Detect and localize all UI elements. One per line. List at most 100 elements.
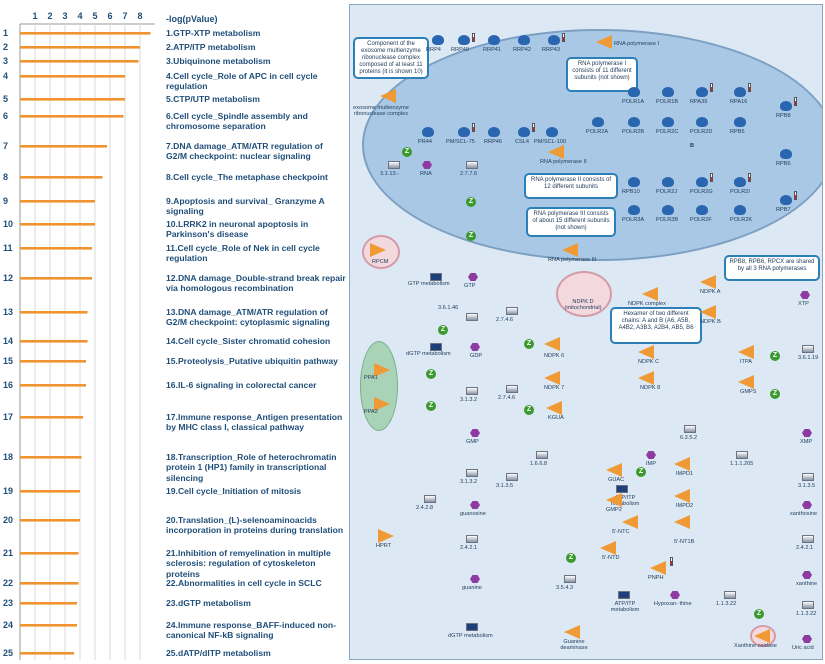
exosome-complex-icon[interactable] [380,89,396,103]
ndpka-icon[interactable] [700,275,716,289]
pathway-link-icon[interactable] [430,273,442,281]
5nt1b-icon[interactable] [674,515,690,529]
reaction-node[interactable] [506,385,518,393]
bar[interactable] [20,624,77,627]
protein-icon[interactable] [662,117,674,127]
reaction-node[interactable] [802,535,814,543]
protein-icon[interactable] [458,127,470,137]
5ntc-icon[interactable] [622,515,638,529]
reaction-node[interactable] [506,307,518,315]
protein-icon[interactable] [734,87,746,97]
bar[interactable] [20,223,95,226]
protein-icon[interactable] [696,87,708,97]
reaction-node[interactable] [506,473,518,481]
protein-icon[interactable] [734,117,746,127]
protein-icon[interactable] [628,117,640,127]
protein-icon[interactable] [592,117,604,127]
term-label[interactable]: 8.Cell cycle_The metaphase checkpoint [166,172,328,182]
bar[interactable] [20,176,103,179]
term-label[interactable]: 18.Transcription_Role of heterochromatin… [166,452,337,483]
pol1-complex-icon[interactable] [596,35,612,49]
itpa-icon[interactable] [738,345,754,359]
term-label[interactable]: 21.Inhibition of remyelination in multip… [166,548,331,579]
ndpkb-icon[interactable] [700,305,716,319]
ndpkc-icon[interactable] [638,345,654,359]
reaction-node[interactable] [684,425,696,433]
protein-icon[interactable] [662,87,674,97]
protein-icon[interactable] [780,101,792,111]
protein-icon[interactable] [628,205,640,215]
reaction-node[interactable] [724,591,736,599]
bar[interactable] [20,311,88,314]
term-label[interactable]: 22.Abnormalities in cell cycle in SCLC [166,578,322,588]
metabolite-icon[interactable] [646,451,656,459]
protein-icon[interactable] [662,177,674,187]
metabolite-icon[interactable] [670,591,680,599]
gmps-icon[interactable] [738,375,754,389]
metabolite-icon[interactable] [470,343,480,351]
term-label[interactable]: 17.Immune response_Antigen presentation … [166,412,343,433]
bar[interactable] [20,340,88,343]
reaction-node[interactable] [802,473,814,481]
pathway-link-icon[interactable] [466,623,478,631]
bar[interactable] [20,277,92,280]
rpcm-icon[interactable] [370,243,386,257]
bar[interactable] [20,519,80,522]
term-label[interactable]: 9.Apoptosis and survival_ Granzyme A sig… [166,196,325,217]
pathway-link-icon[interactable] [618,591,630,599]
term-label[interactable]: 1.GTP-XTP metabolism [166,28,261,38]
protein-icon[interactable] [488,35,500,45]
xanthine-oxidase-icon[interactable] [754,629,770,643]
protein-icon[interactable] [662,205,674,215]
metabolite-icon[interactable] [470,501,480,509]
bar[interactable] [20,98,125,101]
protein-icon[interactable] [422,127,434,137]
protein-icon[interactable] [696,205,708,215]
bar[interactable] [20,552,79,555]
reaction-node[interactable] [466,535,478,543]
bar[interactable] [20,32,151,35]
term-label[interactable]: 6.Cell cycle_Spindle assembly and chromo… [166,111,308,132]
bar[interactable] [20,582,79,585]
pnph-icon[interactable] [650,561,666,575]
bar[interactable] [20,145,107,148]
bar[interactable] [20,75,125,78]
impd2-icon[interactable] [674,489,690,503]
hprt-icon[interactable] [378,529,394,543]
guac-icon[interactable] [606,463,622,477]
bar[interactable] [20,490,80,493]
pol3-complex-icon[interactable] [562,243,578,257]
bar[interactable] [20,416,83,419]
term-label[interactable]: 13.DNA damage_ATM/ATR regulation of G2/M… [166,307,330,328]
protein-icon[interactable] [780,149,792,159]
pathway-link-icon[interactable] [616,485,628,493]
metabolite-icon[interactable] [800,291,810,299]
protein-icon[interactable] [546,127,558,137]
metabolite-icon[interactable] [802,635,812,643]
term-label[interactable]: 20.Translation_(L)-selenoaminoacids inco… [166,515,344,536]
term-label[interactable]: 7.DNA damage_ATM/ATR regulation of G2/M … [166,141,323,162]
metabolite-icon[interactable] [470,575,480,583]
protein-icon[interactable] [734,177,746,187]
term-label[interactable]: 12.DNA damage_Double-strand break repair… [166,273,346,294]
reaction-node[interactable] [466,469,478,477]
protein-icon[interactable] [780,195,792,205]
bar[interactable] [20,602,77,605]
term-label[interactable]: 15.Proteolysis_Putative ubiquitin pathwa… [166,356,338,366]
term-label[interactable]: 4.Cell cycle_Role of APC in cell cycle r… [166,71,318,92]
reaction-node[interactable] [466,313,478,321]
protein-icon[interactable] [734,205,746,215]
metabolite-icon[interactable] [470,429,480,437]
reaction-node[interactable] [466,161,478,169]
protein-icon[interactable] [488,127,500,137]
bar[interactable] [20,384,86,387]
protein-icon[interactable] [548,35,560,45]
term-label[interactable]: 23.dGTP metabolism [166,598,251,608]
reaction-node[interactable] [424,495,436,503]
bar[interactable] [20,247,92,250]
5ntd-icon[interactable] [600,541,616,555]
bar[interactable] [20,115,124,118]
bar[interactable] [20,360,86,363]
guanine-deaminase-icon[interactable] [564,625,580,639]
impd1-icon[interactable] [674,457,690,471]
